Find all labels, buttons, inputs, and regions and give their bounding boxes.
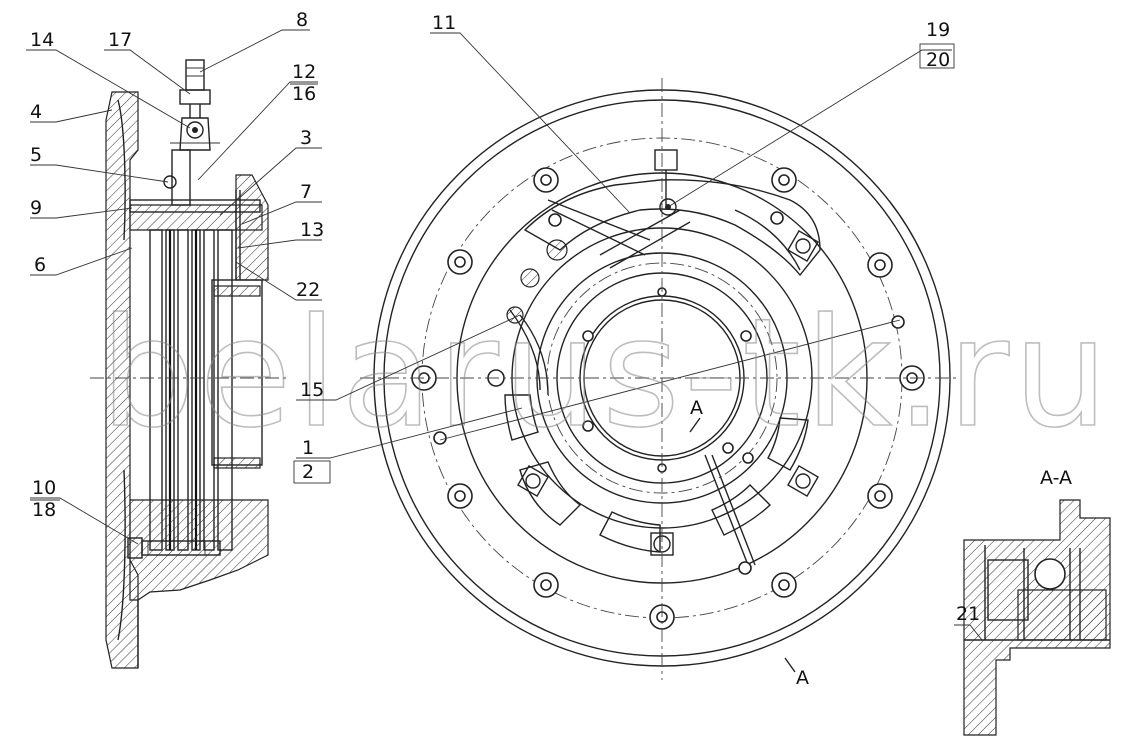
section-ball bbox=[1034, 558, 1066, 590]
section-title: A-A bbox=[1040, 467, 1072, 489]
pin-9 bbox=[129, 199, 261, 213]
callout-12: 12 bbox=[292, 61, 316, 83]
callout-14: 14 bbox=[30, 29, 54, 51]
section-line bbox=[439, 319, 901, 441]
callout-labels: 14 17 8 12 16 4 5 3 9 7 13 6 22 10 18 11… bbox=[30, 9, 1072, 689]
callout-15: 15 bbox=[300, 379, 324, 401]
pin-hatched-1 bbox=[546, 239, 568, 261]
right-housing-upper bbox=[235, 174, 269, 281]
callout-9: 9 bbox=[30, 197, 42, 219]
section-mark-bottom: A bbox=[796, 667, 809, 689]
adjusting-bolt-assembly bbox=[163, 59, 220, 206]
watermark: belarus-tk.ru bbox=[100, 287, 1112, 461]
spring-15 bbox=[509, 309, 541, 391]
section-mark-top: A bbox=[690, 397, 703, 419]
actuator-lever bbox=[523, 179, 821, 277]
callout-10: 10 bbox=[32, 477, 56, 499]
front-view bbox=[360, 78, 960, 680]
callout-1: 1 bbox=[302, 437, 314, 459]
callout-19: 19 bbox=[926, 19, 950, 41]
callout-2: 2 bbox=[302, 461, 314, 483]
callout-5: 5 bbox=[30, 144, 42, 166]
leader-lines bbox=[26, 29, 983, 673]
callout-13: 13 bbox=[300, 219, 324, 241]
callout-3: 3 bbox=[300, 127, 312, 149]
callout-11: 11 bbox=[432, 12, 456, 34]
callout-7: 7 bbox=[300, 181, 312, 203]
side-section-view bbox=[90, 59, 290, 669]
callout-22: 22 bbox=[296, 279, 320, 301]
bolt-10 bbox=[127, 537, 221, 559]
adjusting-screw bbox=[654, 149, 678, 171]
lower-housing bbox=[129, 499, 269, 601]
callout-21: 21 bbox=[956, 603, 980, 625]
callout-6: 6 bbox=[34, 254, 46, 276]
callout-4: 4 bbox=[30, 101, 42, 123]
callout-20: 20 bbox=[926, 49, 950, 71]
nut-5 bbox=[163, 175, 177, 189]
callout-18: 18 bbox=[32, 499, 56, 521]
hub-screws bbox=[433, 211, 905, 575]
section-a-a-view bbox=[963, 499, 1111, 736]
callout-8: 8 bbox=[296, 9, 308, 31]
callout-16: 16 bbox=[292, 83, 316, 105]
callout-17: 17 bbox=[108, 29, 132, 51]
spring-lower bbox=[704, 454, 749, 566]
